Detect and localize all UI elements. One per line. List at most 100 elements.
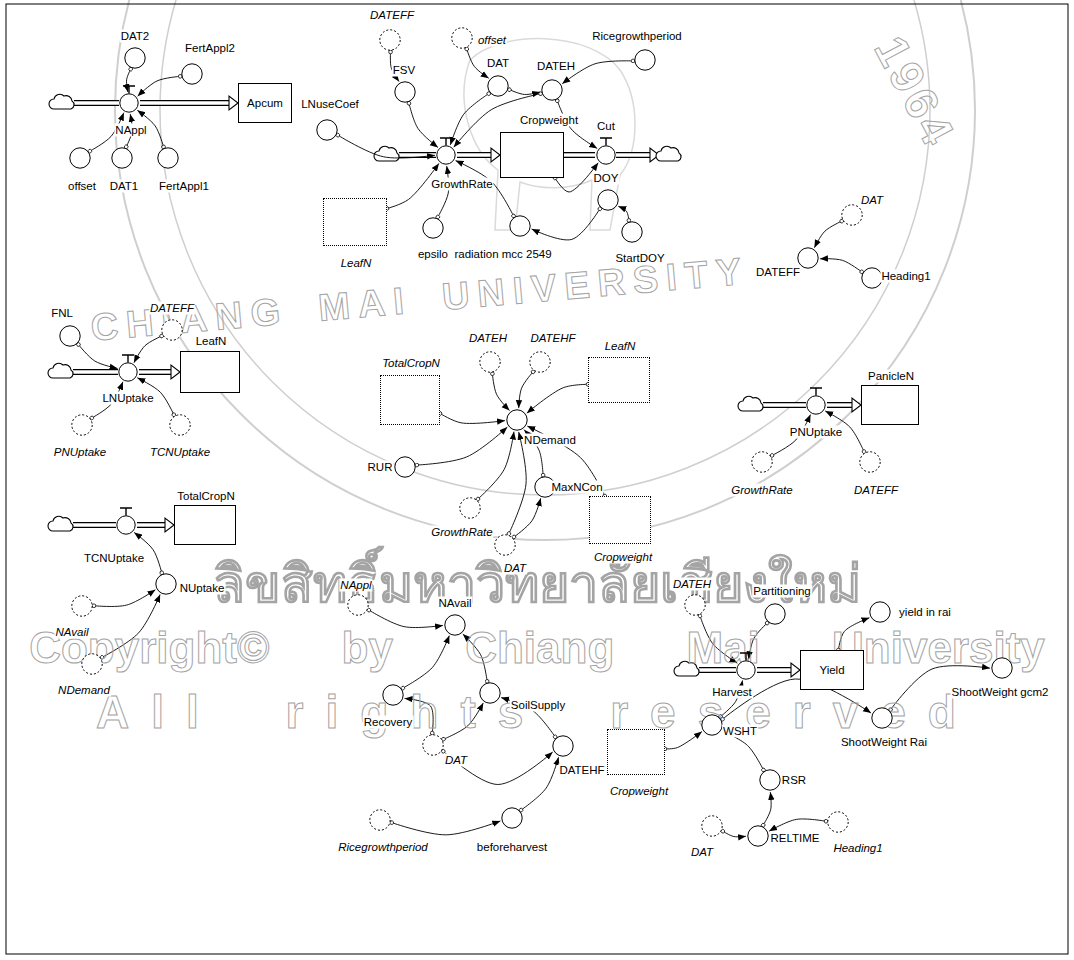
- converter-circle: [747, 825, 769, 847]
- converter-circle: [422, 217, 444, 239]
- converter-circle: [155, 573, 177, 595]
- converter: RSR: [759, 769, 781, 791]
- converter-circle: [701, 714, 723, 736]
- circle-outline: [170, 415, 190, 435]
- node-label: TCNUptake: [149, 446, 211, 459]
- ghost-converter: DAT: [422, 734, 444, 756]
- converter: RUR: [394, 456, 416, 478]
- connector-line: [532, 209, 600, 240]
- converter: WSHT: [701, 714, 723, 736]
- converter-circle: [871, 707, 893, 729]
- connector-line: [417, 427, 507, 465]
- flow-pipe: [140, 96, 238, 110]
- pipe-head: [852, 398, 861, 412]
- flow-pipe: [564, 155, 595, 156]
- node-label: DATEH: [468, 332, 508, 345]
- converter-circle: [69, 147, 91, 169]
- node-label: NAvail: [437, 597, 472, 610]
- node-label: NAppl: [339, 579, 372, 592]
- watermark-text: Copyright© by Chiang Mai University: [29, 624, 1045, 672]
- ghost-stock: TotalCropN: [380, 375, 440, 425]
- cloud-pipe: [763, 405, 806, 406]
- converter: DAT2: [124, 47, 146, 69]
- circle-outline: [635, 50, 655, 70]
- cloud-pipe: [399, 155, 436, 156]
- info-connector: [532, 209, 600, 240]
- circle-outline: [510, 216, 530, 236]
- pipe-core: [616, 153, 650, 156]
- converter-circle: [501, 807, 523, 829]
- watermark-text: All rights reserved: [96, 687, 978, 738]
- ghost-converter: GrowthRate: [459, 497, 481, 519]
- pipe-outline: [616, 152, 650, 158]
- circle-outline: [112, 148, 132, 168]
- converter: beforeharvest: [501, 807, 523, 829]
- connector-line: [521, 757, 559, 810]
- converter-circle: [506, 409, 528, 431]
- valve-handle: [120, 508, 132, 516]
- pipe-core: [140, 101, 229, 104]
- node-label: WSHT: [722, 725, 758, 738]
- converter: Partitioning: [764, 603, 786, 625]
- converter-circle: [157, 147, 179, 169]
- ghost-converter: offset: [451, 27, 473, 49]
- node-label: ShootWeight gcm2: [951, 686, 1050, 699]
- converter-circle: [111, 147, 133, 169]
- valve-symbol: [116, 515, 136, 535]
- node-label: GrowthRate: [430, 526, 493, 539]
- pipe-outline: [564, 152, 595, 158]
- converter-circle: [124, 47, 146, 69]
- converter: FNL: [59, 325, 81, 347]
- node-label: DAT: [444, 754, 468, 767]
- node-label: RELTIME: [770, 832, 821, 845]
- watermark-text: CHIANG MAI UNIVERSITY: [89, 250, 751, 349]
- converter-circle: [459, 497, 481, 519]
- valve-handle: [123, 86, 135, 94]
- node-label: GrowthRate: [430, 178, 493, 191]
- stock: LeafN: [180, 351, 240, 393]
- converter: ShootWeight gcm2: [991, 657, 1013, 679]
- circle-outline: [760, 770, 780, 790]
- node-label: NDemand: [57, 684, 111, 697]
- valve-handle: [600, 138, 612, 146]
- circle-outline: [507, 410, 527, 430]
- connector-line: [769, 819, 826, 831]
- converter: Heading1: [861, 267, 883, 289]
- converter: DAT: [487, 75, 509, 97]
- cloud-pipe: [73, 372, 118, 373]
- node-label: MaxNCon: [550, 481, 603, 494]
- node-label: DATEHF: [558, 764, 605, 777]
- node-label: DAT2: [120, 30, 151, 43]
- converter-circle: [369, 809, 391, 831]
- connector-line: [514, 498, 541, 537]
- converter: Ricegrowthperiod: [634, 49, 656, 71]
- converter-circle: [701, 815, 723, 837]
- ghost-converter: NAppl: [347, 594, 369, 616]
- circle-outline: [702, 715, 722, 735]
- converter-circle: [394, 456, 416, 478]
- circle-outline: [119, 363, 137, 381]
- converter: ShootWeight Rai: [871, 707, 893, 729]
- node-label: DOY: [593, 172, 620, 185]
- converter-circle: [494, 534, 516, 556]
- node-label: PNUptake: [53, 446, 107, 459]
- converter: SoilSupply: [479, 682, 501, 704]
- converter-circle: [71, 595, 93, 617]
- cloud-pipe: [616, 148, 659, 162]
- info-connector: [514, 498, 541, 537]
- connector-line: [440, 413, 505, 423]
- pipe-outline: [763, 402, 806, 408]
- converter: FertAppl1: [157, 147, 179, 169]
- flow-valve: LNUptake: [118, 362, 138, 382]
- connector-line: [527, 384, 588, 413]
- node-label: yield in rai: [898, 606, 952, 619]
- converter-circle: [479, 682, 501, 704]
- node-label: PanicleN: [867, 370, 915, 383]
- converter-circle: [59, 325, 81, 347]
- cloud-symbol: [656, 146, 681, 161]
- pipe-outline: [73, 369, 118, 375]
- node-label: RUR: [367, 461, 394, 474]
- info-connector: [478, 432, 514, 499]
- circle-outline: [117, 516, 135, 534]
